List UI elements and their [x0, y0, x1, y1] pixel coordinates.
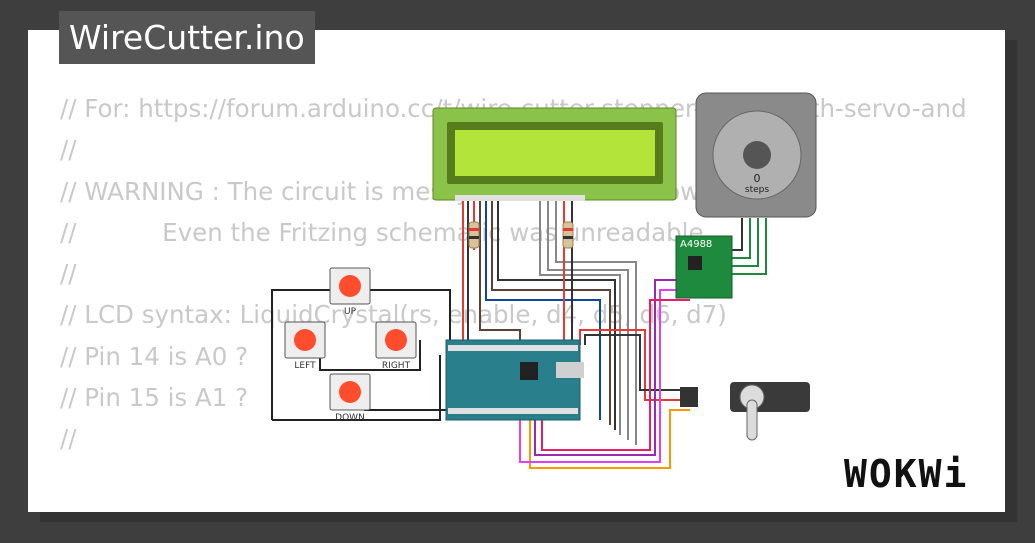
button-right[interactable]: RIGHT: [375, 321, 417, 371]
lcd-wires: [462, 200, 637, 445]
lcd-display[interactable]: [432, 107, 677, 201]
stepper-wires: [730, 218, 767, 275]
driver-label: A4988: [680, 239, 712, 250]
a4988-driver[interactable]: A4988: [675, 235, 733, 299]
stepper-count: 0: [754, 172, 761, 185]
servo-wires: [519, 279, 695, 469]
button-down[interactable]: DOWN: [329, 373, 371, 423]
button-left-label: LEFT: [294, 361, 316, 371]
code-line: //: [60, 424, 77, 454]
button-up-label: UP: [344, 307, 357, 317]
button-up[interactable]: UP: [329, 267, 371, 317]
code-line: // Pin 15 is A1 ?: [60, 383, 249, 413]
project-title[interactable]: WireCutter.ino: [59, 11, 315, 64]
servo-motor[interactable]: [680, 382, 810, 441]
resistor[interactable]: [562, 221, 574, 249]
wokwi-logo: WOKWi: [844, 452, 969, 496]
code-line: //: [60, 135, 77, 165]
button-left[interactable]: LEFT: [284, 321, 326, 371]
button-down-label: DOWN: [335, 413, 365, 423]
resistor[interactable]: [468, 221, 480, 249]
button-right-label: RIGHT: [382, 361, 411, 371]
stepper-unit: steps: [745, 185, 769, 195]
stepper-motor[interactable]: 0 steps: [695, 92, 817, 218]
code-line: // Pin 14 is A0 ?: [60, 341, 249, 371]
arduino-nano[interactable]: [445, 339, 584, 421]
code-line: //: [60, 259, 77, 289]
